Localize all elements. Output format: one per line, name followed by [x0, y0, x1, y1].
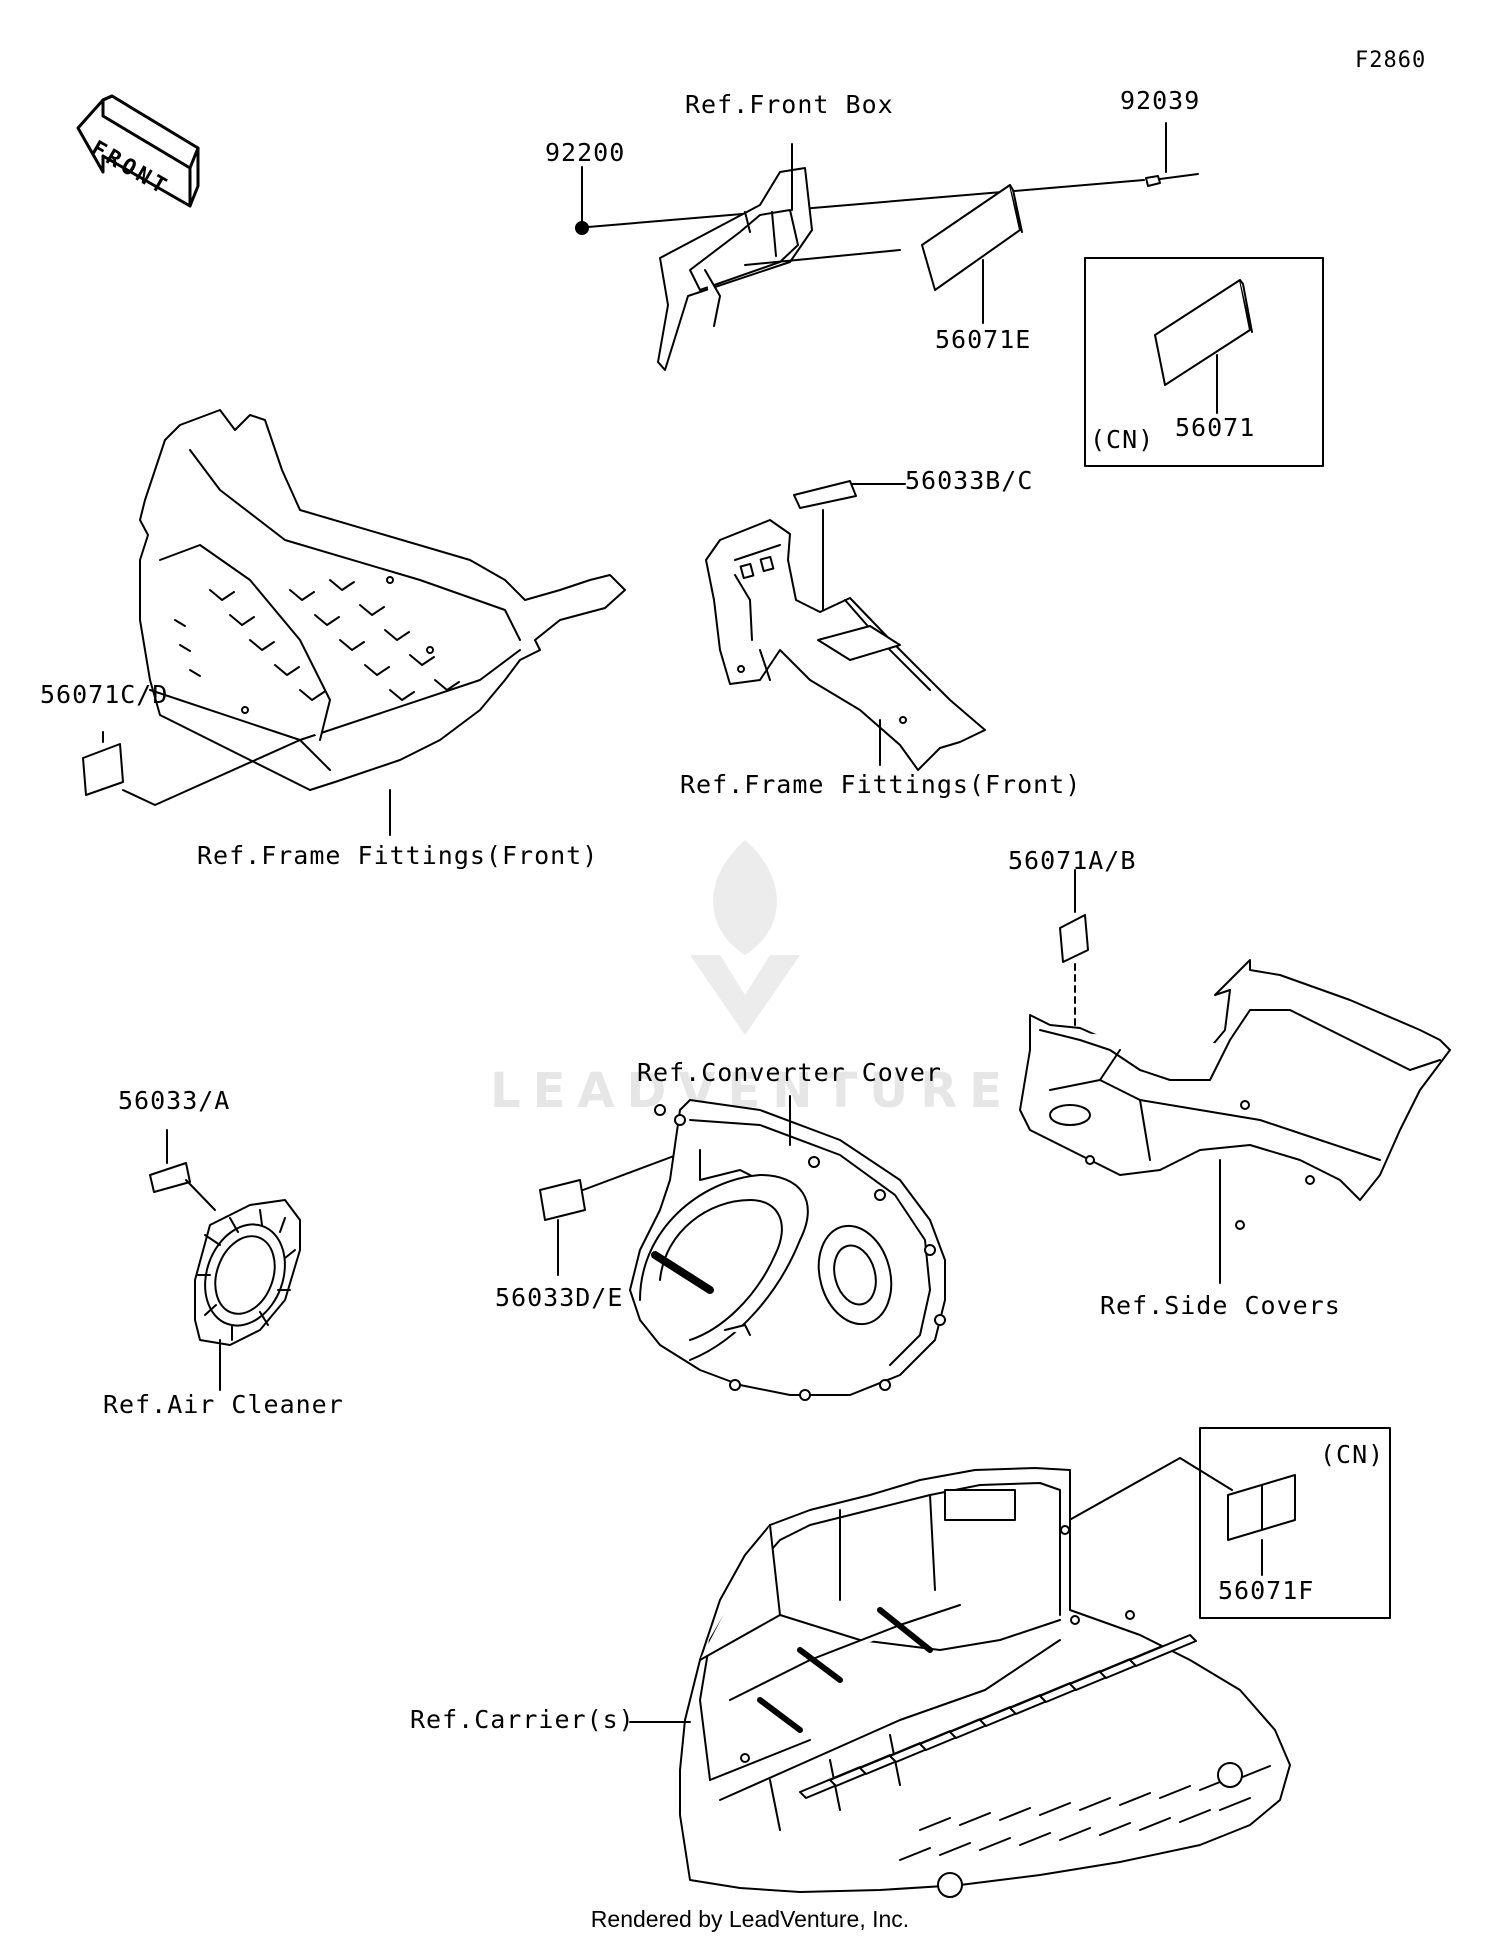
screw-92039-icon: [1145, 122, 1199, 187]
label-56071-icon: [1154, 279, 1253, 386]
label-56071E: 56071E: [935, 325, 1032, 354]
label-ref-converter-cover: Ref.Converter Cover: [637, 1058, 942, 1087]
label-56071F-icon: [1227, 1474, 1296, 1541]
side-covers-part: [1019, 959, 1451, 1230]
label-cn-top: (CN): [1090, 425, 1155, 454]
label-92200: 92200: [545, 138, 626, 167]
label-ref-air-cleaner: Ref.Air Cleaner: [103, 1390, 344, 1419]
label-56071E-icon: [921, 184, 1023, 291]
label-cn-bottom: (CN): [1320, 1440, 1385, 1469]
leader-line: [185, 1179, 216, 1211]
cn-inset-box-top: [1084, 257, 1324, 467]
label-56033BC: 56033B/C: [905, 466, 1034, 495]
washer-92200-icon: [575, 166, 589, 235]
label-56071CD: 56071C/D: [40, 680, 169, 709]
label-56033A: 56033/A: [118, 1086, 231, 1115]
label-56071CD-icon: [82, 743, 124, 796]
frame-fitting-front-mid-part: [705, 519, 986, 771]
diagram-code: F2860: [1355, 48, 1427, 73]
front-box-part: [657, 167, 813, 371]
label-56033DE: 56033D/E: [495, 1283, 624, 1312]
label-56071F: 56071F: [1218, 1576, 1315, 1605]
label-ref-front-box: Ref.Front Box: [685, 90, 894, 119]
watermark-logo: [690, 840, 800, 1035]
cn-inset-box-bottom: [1199, 1427, 1391, 1619]
label-56071AB: 56071A/B: [1008, 846, 1137, 875]
label-ref-side-covers: Ref.Side Covers: [1100, 1291, 1341, 1320]
frame-fitting-front-left-part: [139, 409, 626, 791]
label-56071AB-icon: [1059, 914, 1089, 963]
air-cleaner-part: [194, 1199, 301, 1346]
front-arrow-icon: [76, 94, 200, 208]
converter-cover-part: [629, 1099, 946, 1401]
leader-line: [744, 249, 901, 266]
label-56033BC-icon: [793, 480, 857, 509]
leader-line: [1047, 1457, 1233, 1533]
label-ref-frame-fittings-mid: Ref.Frame Fittings(Front): [680, 770, 1082, 799]
label-56033DE-icon: [539, 1179, 586, 1221]
label-ref-frame-fittings-left: Ref.Frame Fittings(Front): [197, 841, 599, 870]
footer-credit: Rendered by LeadVenture, Inc.: [590, 1906, 910, 1932]
carrier-part: [679, 1467, 1291, 1898]
label-56071: 56071: [1175, 413, 1256, 442]
leader-line: [122, 739, 301, 806]
label-56033A-icon: [149, 1162, 191, 1193]
label-ref-carriers: Ref.Carrier(s): [410, 1705, 635, 1734]
leader-line: [582, 1149, 691, 1191]
label-92039: 92039: [1120, 86, 1201, 115]
leader-line: [587, 179, 1145, 228]
